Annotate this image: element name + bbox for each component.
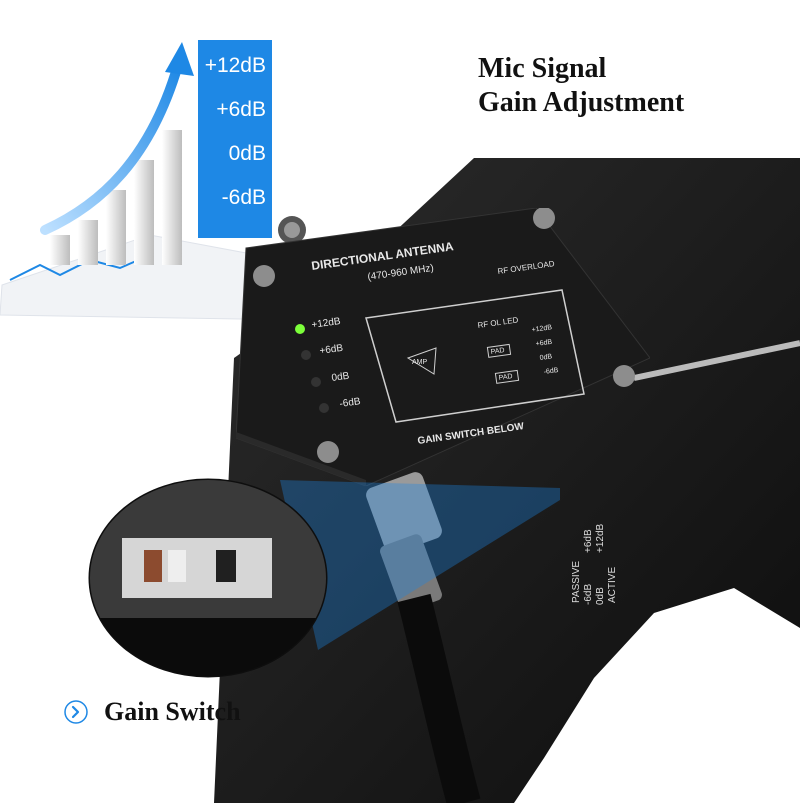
gain-switch-zoom-circle: [88, 478, 328, 678]
gain-level-0: 0dB: [228, 142, 266, 165]
amplifier-housing: [235, 207, 651, 487]
coax-cable: [397, 593, 481, 808]
gain-chart-illustration: [0, 30, 320, 321]
led-plus-12db: [295, 324, 305, 334]
bnc-connector: [366, 472, 442, 554]
switch-label-value-3: +6dB: [583, 529, 594, 553]
screw-icon: [613, 365, 635, 387]
trend-line: [9, 254, 151, 281]
schematic-diagram: [365, 289, 585, 423]
arrow-head-icon: [165, 42, 194, 76]
gain-level-plus-12: +12dB: [204, 54, 266, 77]
led-minus-6db: [319, 403, 329, 413]
rising-arrow: [40, 60, 183, 235]
dip-switch-2: [168, 550, 186, 582]
bar-3: [106, 190, 126, 265]
bar-2: [78, 220, 98, 265]
screw-icon: [253, 265, 275, 287]
schematic-out-plus-6: +6dB: [535, 339, 553, 348]
gain-switch-caption: Gain Switch: [64, 695, 241, 729]
led-label-plus-12: +12dB: [311, 316, 342, 331]
antenna-wire: [633, 340, 800, 381]
led-label-0: 0dB: [331, 371, 350, 384]
headline-line-2: Gain Adjustment: [478, 87, 685, 118]
switch-label-value-2: 0dB: [595, 587, 606, 605]
led-label-minus-6: -6dB: [339, 396, 362, 410]
led-label-plus-6: +6dB: [319, 343, 344, 357]
headline: Mic Signal Gain Adjustment: [478, 52, 778, 120]
bar-1: [50, 235, 70, 265]
switch-label-value-1: -6dB: [583, 584, 594, 605]
dip-switch-3: [216, 550, 236, 582]
schematic-out-minus-6: -6dB: [543, 367, 559, 376]
switch-labels: PASSIVE -6dB 0dB ACTIVE +6dB +12dB: [571, 523, 618, 605]
headline-line-1: Mic Signal: [478, 53, 607, 84]
bar-growth-graphic: [0, 42, 311, 321]
amplifier-box: DIRECTIONAL ANTENNA (470-960 MHz) RF OVE…: [235, 207, 651, 487]
bnc-collar: [380, 534, 442, 612]
switch-label-active: ACTIVE: [607, 567, 618, 603]
bar-4: [134, 160, 154, 265]
highlight-beam: [280, 480, 560, 650]
amp-symbol-icon: [406, 347, 437, 375]
schematic-pad-1: PAD: [490, 347, 505, 356]
led-0db: [311, 377, 321, 387]
bar-5: [162, 130, 182, 265]
caption-text: Gain Switch: [104, 697, 241, 726]
switch-label-passive: PASSIVE: [571, 561, 582, 603]
gain-level-plus-6: +6dB: [216, 98, 266, 121]
gain-level-minus-6: -6dB: [221, 186, 266, 209]
screw-icon: [317, 441, 339, 463]
schematic-out-plus-12: +12dB: [531, 324, 553, 334]
gain-levels-column: +12dB +6dB 0dB -6dB: [198, 40, 272, 238]
switch-label-value-4: +12dB: [595, 523, 606, 553]
led-plus-6db: [301, 350, 311, 360]
chevron-right-icon: [64, 700, 88, 724]
dip-switch-1: [144, 550, 162, 582]
schematic-amp: AMP: [412, 359, 428, 366]
schematic-pad-2: PAD: [498, 373, 513, 382]
screw-icon: [533, 207, 555, 229]
schematic-out-0: 0dB: [539, 353, 553, 362]
